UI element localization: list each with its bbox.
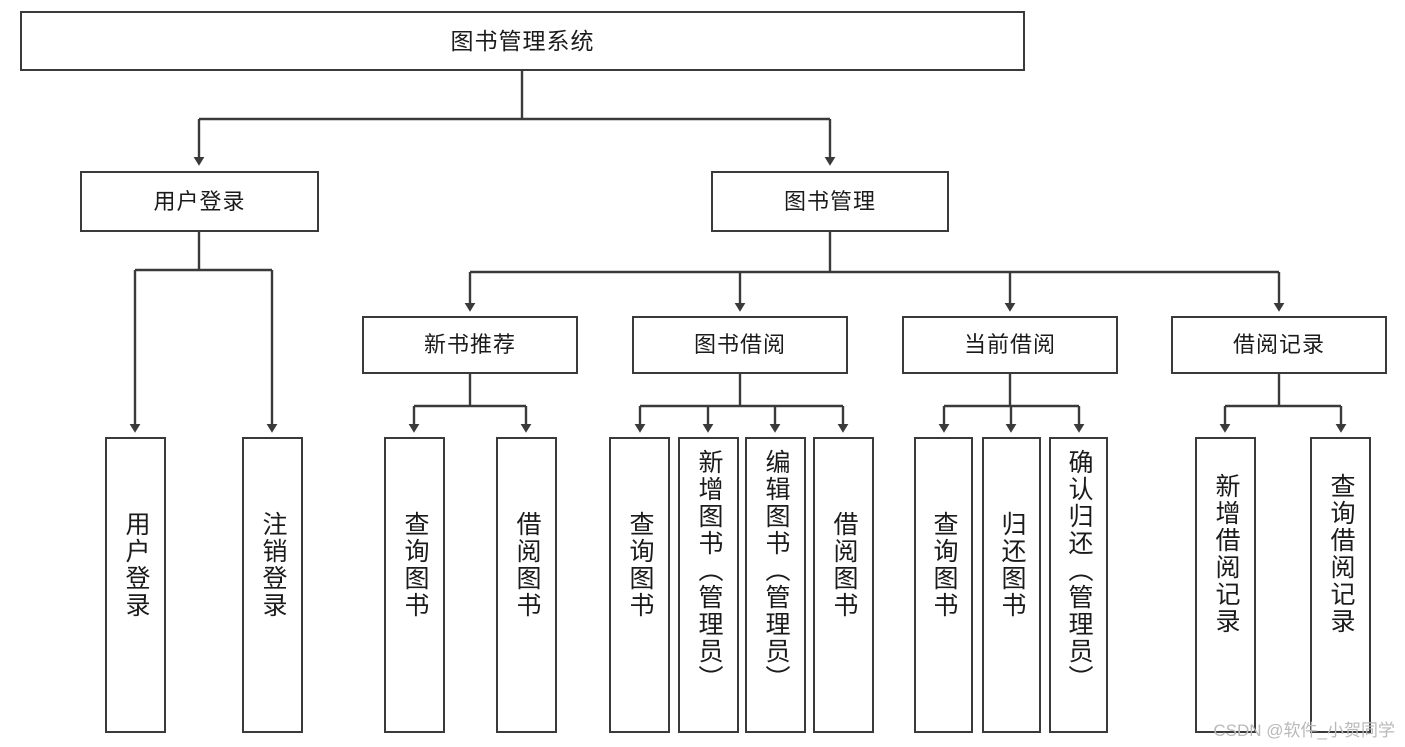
leaf-new-book-query[interactable]: 查询图书 <box>384 437 445 733</box>
leaf-current-borrow-query[interactable]: 查询图书 <box>914 437 973 733</box>
csdn-watermark: CSDN @软件_小贺同学 <box>1213 721 1395 740</box>
node-borrow-record[interactable]: 借阅记录 <box>1171 316 1387 374</box>
leaf-label: 查询借阅记录 <box>1327 473 1355 635</box>
leaf-book-borrow-lend[interactable]: 借阅图书 <box>813 437 874 733</box>
node-new-book-recommend[interactable]: 新书推荐 <box>362 316 578 374</box>
leaf-borrow-record-query[interactable]: 查询借阅记录 <box>1310 437 1371 733</box>
node-current-borrow[interactable]: 当前借阅 <box>902 316 1118 374</box>
leaf-label: 注销登录 <box>259 511 287 619</box>
node-book-borrow-label: 图书借阅 <box>693 332 786 357</box>
node-current-borrow-label: 当前借阅 <box>963 332 1056 357</box>
leaf-current-borrow-confirm[interactable]: 确认归还（管理员） <box>1049 437 1108 733</box>
node-root[interactable]: 图书管理系统 <box>20 11 1025 71</box>
leaf-label: 编辑图书（管理员） <box>762 449 790 692</box>
leaf-book-borrow-query[interactable]: 查询图书 <box>609 437 670 733</box>
node-user-login[interactable]: 用户登录 <box>80 171 319 232</box>
node-new-book-recommend-label: 新书推荐 <box>423 332 516 357</box>
leaf-user-login-signin[interactable]: 用户登录 <box>105 437 166 733</box>
leaf-label: 新增图书（管理员） <box>695 449 723 692</box>
node-book-borrow[interactable]: 图书借阅 <box>632 316 848 374</box>
node-book-management[interactable]: 图书管理 <box>711 171 949 232</box>
node-root-label: 图书管理系统 <box>450 27 595 54</box>
leaf-label: 确认归还（管理员） <box>1065 449 1093 692</box>
node-user-login-label: 用户登录 <box>153 188 246 214</box>
leaf-current-borrow-return[interactable]: 归还图书 <box>982 437 1041 733</box>
leaf-borrow-record-add[interactable]: 新增借阅记录 <box>1195 437 1256 733</box>
leaf-label: 查询图书 <box>401 511 429 619</box>
leaf-label: 归还图书 <box>998 511 1026 619</box>
leaf-user-login-signout[interactable]: 注销登录 <box>242 437 303 733</box>
leaf-label: 查询图书 <box>930 511 958 619</box>
leaf-label: 借阅图书 <box>513 511 541 619</box>
leaf-label: 查询图书 <box>626 511 654 619</box>
leaf-new-book-borrow[interactable]: 借阅图书 <box>496 437 557 733</box>
leaf-book-borrow-edit[interactable]: 编辑图书（管理员） <box>745 437 806 733</box>
leaf-book-borrow-add[interactable]: 新增图书（管理员） <box>678 437 739 733</box>
leaf-label: 用户登录 <box>122 511 150 619</box>
node-book-management-label: 图书管理 <box>783 188 876 214</box>
leaf-label: 借阅图书 <box>830 511 858 619</box>
leaf-label: 新增借阅记录 <box>1212 473 1240 635</box>
node-borrow-record-label: 借阅记录 <box>1232 332 1325 357</box>
